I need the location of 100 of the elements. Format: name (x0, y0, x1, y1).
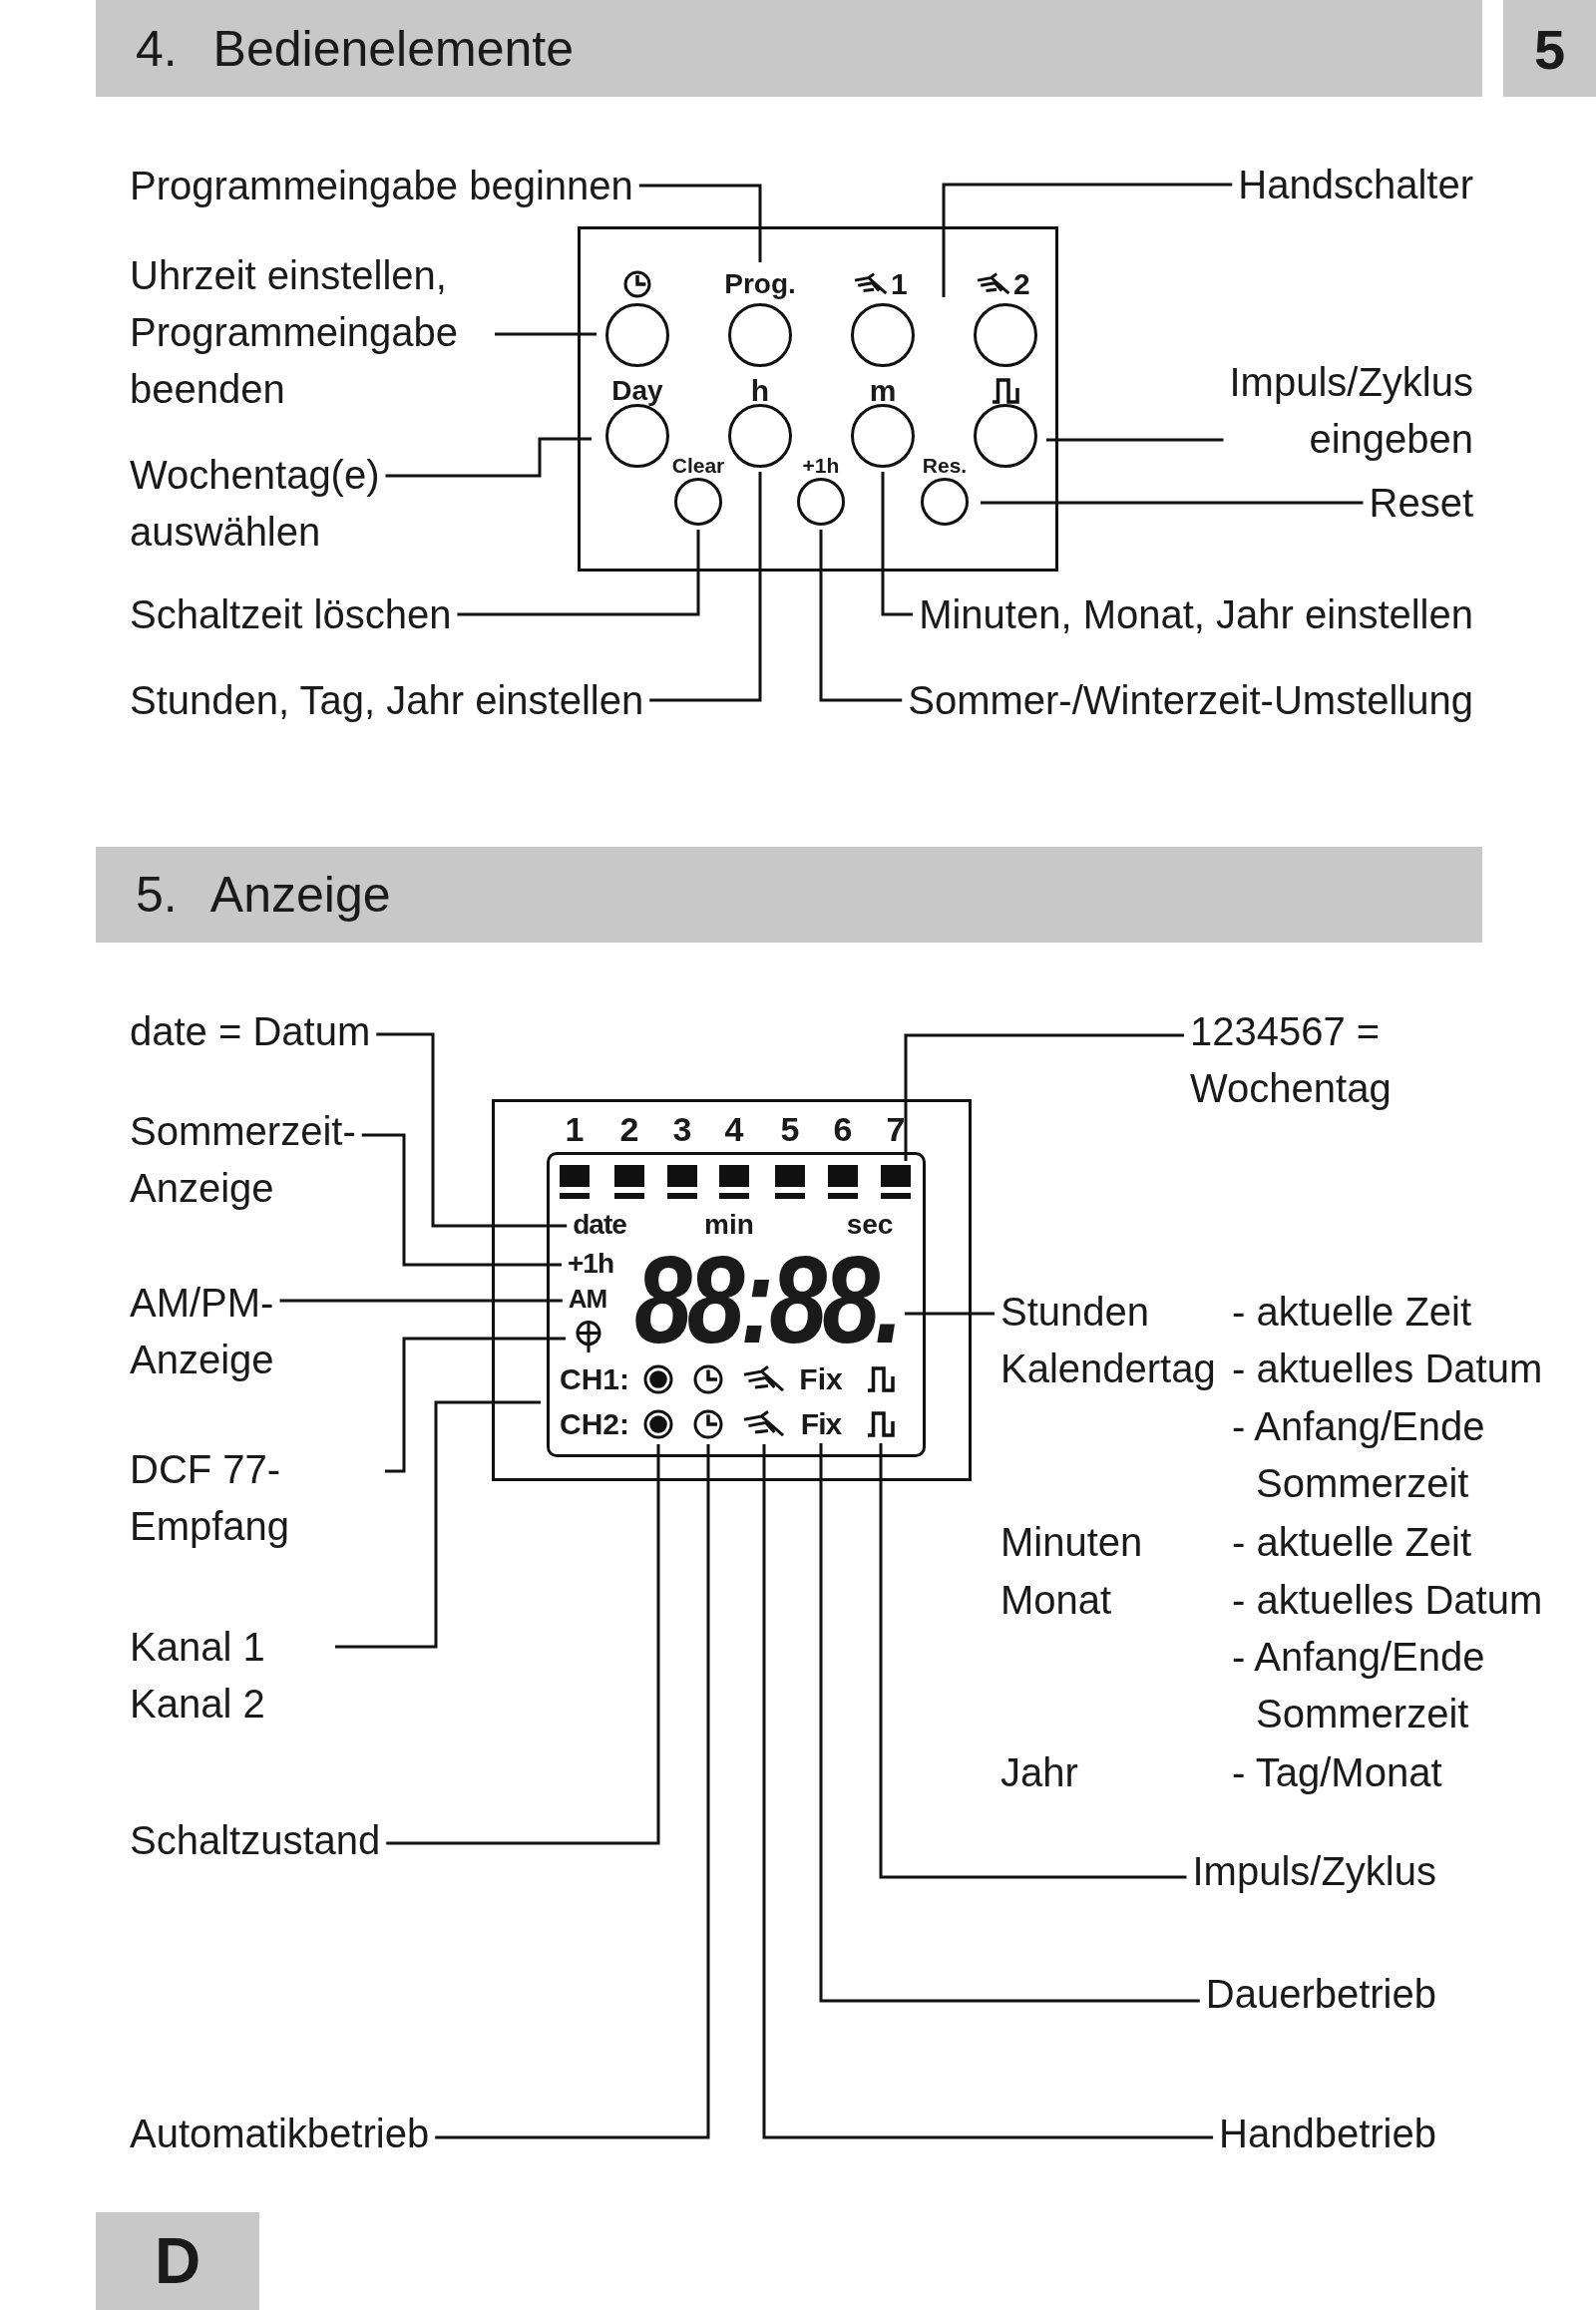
lcd-indicator-text: AM (568, 1286, 607, 1312)
button-label: Day (611, 377, 663, 405)
callout-label: Sommerzeit- Anzeige (130, 1102, 356, 1217)
lcd-digits: 88:88. (634, 1247, 899, 1352)
definition-label: - Anfang/Ende Sommerzeit (1232, 1633, 1486, 1737)
segment-bar (560, 1165, 590, 1199)
callout-label: Schaltzeit löschen (130, 585, 452, 643)
page-number: 5 (1533, 16, 1566, 81)
lcd-indicator-text: min (704, 1211, 754, 1239)
segment-bar (775, 1165, 805, 1199)
day-number: 4 (724, 1112, 744, 1146)
leader-line (376, 1032, 568, 1228)
callout-label: Sommer-/Winterzeit-Umstellung (908, 671, 1473, 729)
section-heading: 5. Anzeige (136, 866, 391, 924)
leader-line (819, 530, 903, 702)
term-label: Stunden (1000, 1288, 1150, 1336)
leader-line (762, 1444, 1214, 2139)
section-header-band (96, 847, 1482, 943)
term-label: Jahr (1000, 1748, 1078, 1796)
definition-label: - aktuelle Zeit (1232, 1288, 1472, 1336)
callout-label: Minuten, Monat, Jahr einstellen (919, 585, 1473, 643)
leader-line (649, 472, 762, 702)
section-heading: 4. Bedienelemente (136, 19, 574, 78)
callout-label: Dauerbetrieb (1205, 1965, 1436, 2023)
channel-label: CH2: (560, 1409, 629, 1439)
button-label: Res. (922, 454, 968, 476)
lcd-screen (547, 1152, 926, 1457)
leader-line (879, 1443, 1187, 1879)
term-label: Minuten (1000, 1518, 1143, 1566)
segment-bar (719, 1165, 749, 1199)
leader-line (1046, 438, 1224, 442)
term-label: Kalendertag (1000, 1345, 1216, 1392)
section-header-band (96, 0, 1482, 97)
segment-bar (667, 1165, 697, 1199)
day-number: 2 (619, 1112, 639, 1146)
lcd-indicator-text: +1h (568, 1250, 613, 1278)
control-panel-outline (578, 226, 1058, 572)
lcd-indicator-text: sec (846, 1211, 894, 1239)
definition-label: - Tag/Monat (1232, 1748, 1442, 1796)
button-label: h (750, 376, 770, 406)
button-label: Prog. (724, 270, 796, 298)
day-number: 7 (886, 1112, 906, 1146)
callout-label: 1234567 = Wochentag (1190, 1002, 1439, 1117)
language-tab (96, 2212, 259, 2310)
callout-label: Programmeingabe beginnen (130, 157, 633, 214)
segment-bar (881, 1165, 911, 1199)
callout-label: AM/PM- Anzeige (130, 1274, 274, 1388)
channel-label: CH1: (560, 1364, 629, 1394)
lcd-indicator-text: date (573, 1211, 626, 1239)
leader-line (904, 1312, 995, 1316)
definition-label: - aktuelles Datum (1232, 1576, 1543, 1624)
leader-line (361, 1133, 562, 1267)
page-number-tab (1503, 0, 1596, 97)
button-label: m (869, 376, 897, 406)
leader-line (819, 1443, 1200, 2003)
leader-line (942, 183, 1233, 297)
callout-label: Automatikbetrieb (130, 2105, 430, 2162)
callout-label: Stunden, Tag, Jahr einstellen (130, 671, 644, 729)
segment-bar (828, 1165, 858, 1199)
leader-line (638, 184, 762, 262)
callout-label: Reset (1369, 474, 1473, 532)
switch-state-icon (642, 1408, 674, 1440)
callout-label: Impuls/Zyklus (1192, 1842, 1436, 1900)
callout-label: Handbetrieb (1219, 2105, 1436, 2162)
lcd-indicator-text: Fix (800, 1409, 842, 1439)
definition-label: - Anfang/Ende Sommerzeit (1232, 1402, 1486, 1507)
callout-label: DCF 77- Empfang (130, 1440, 379, 1555)
callout-label: Uhrzeit einstellen, Programmeingabe beenden (130, 246, 489, 418)
language-code: D (154, 2224, 201, 2298)
day-number: 1 (565, 1112, 585, 1146)
clock-icon (692, 1408, 724, 1440)
callout-label: Kanal 1 Kanal 2 (130, 1618, 329, 1732)
button-label: 2 (1013, 269, 1030, 299)
term-label: Monat (1000, 1576, 1112, 1624)
leader-line (457, 530, 700, 616)
segment-bar (614, 1165, 644, 1199)
leader-line (385, 437, 592, 478)
leader-line (435, 1444, 710, 2139)
leader-line (335, 1400, 541, 1649)
leader-line (904, 1033, 1184, 1161)
leader-line (981, 501, 1364, 505)
callout-label: Wochentag(e) auswählen (130, 446, 380, 561)
definition-label: - aktuelle Zeit (1232, 1518, 1472, 1566)
leader-line (279, 1299, 563, 1303)
day-number: 5 (780, 1112, 800, 1146)
pulse-icon (866, 1409, 896, 1439)
display-housing (492, 1099, 972, 1481)
leader-line (386, 1444, 660, 1845)
leader-line (495, 332, 597, 336)
callout-label: Impuls/Zyklus eingeben (1229, 353, 1473, 468)
day-number: 6 (833, 1112, 853, 1146)
callout-label: date = Datum (130, 1002, 371, 1060)
definition-label: - aktuelles Datum (1232, 1345, 1543, 1392)
lcd-indicator-text: Fix (799, 1364, 843, 1394)
callout-label: Schaltzustand (130, 1811, 381, 1869)
button-label: 1 (891, 269, 908, 299)
leader-line (881, 472, 914, 616)
day-number: 3 (672, 1112, 692, 1146)
button-label: +1h (802, 454, 840, 476)
leader-line (385, 1337, 566, 1473)
